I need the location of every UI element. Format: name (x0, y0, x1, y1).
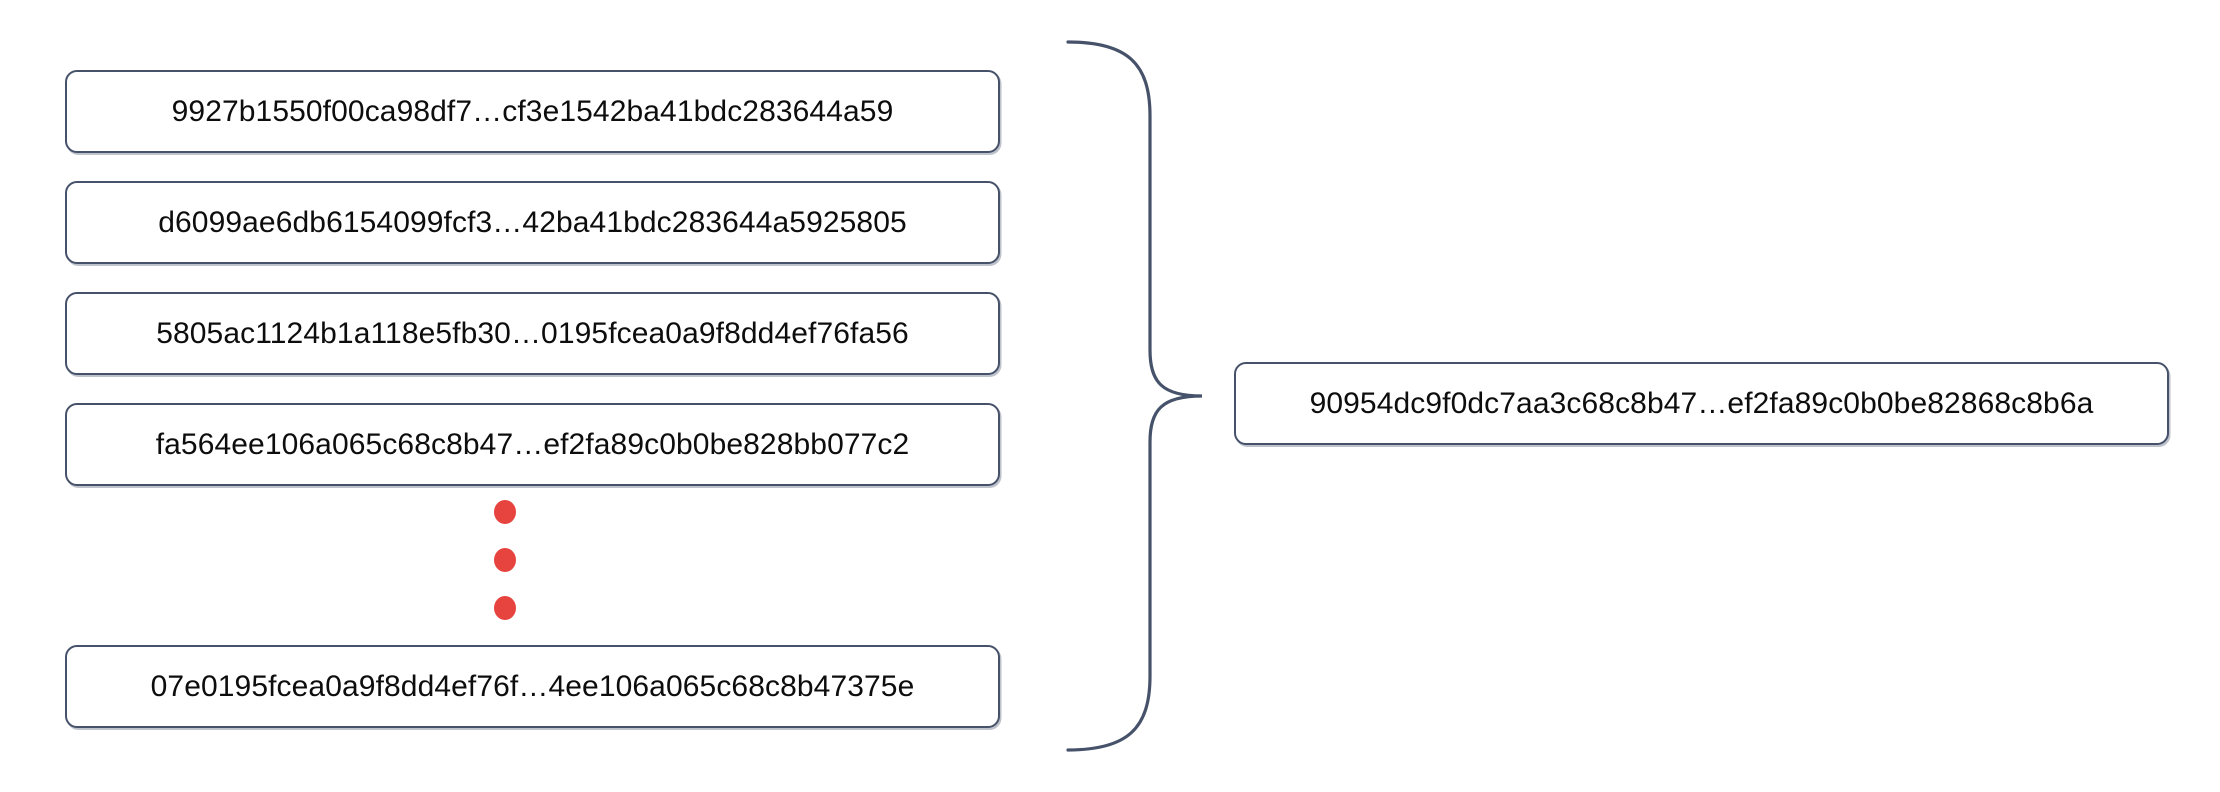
vertical-ellipsis-icon (494, 500, 520, 640)
input-hash-text-3: 5805ac1124b1a118e5fb30…0195fcea0a9f8dd4e… (156, 316, 909, 350)
input-hash-text-5: 07e0195fcea0a9f8dd4ef76f…4ee106a065c68c8… (150, 669, 915, 703)
output-hash-box[interactable]: 90954dc9f0dc7aa3c68c8b47…ef2fa89c0b0be82… (1234, 362, 2169, 445)
input-hash-box-1[interactable]: 9927b1550f00ca98df7…cf3e1542ba41bdc28364… (65, 70, 1000, 153)
ellipsis-dot-1 (494, 500, 516, 524)
input-hash-box-5[interactable]: 07e0195fcea0a9f8dd4ef76f…4ee106a065c68c8… (65, 645, 1000, 728)
ellipsis-dot-2 (494, 548, 516, 572)
curly-brace-icon (1066, 40, 1203, 752)
input-hash-box-3[interactable]: 5805ac1124b1a118e5fb30…0195fcea0a9f8dd4e… (65, 292, 1000, 375)
input-hash-text-2: d6099ae6db6154099fcf3…42ba41bdc283644a59… (158, 205, 907, 239)
output-hash-text: 90954dc9f0dc7aa3c68c8b47…ef2fa89c0b0be82… (1309, 386, 2094, 420)
input-hash-box-2[interactable]: d6099ae6db6154099fcf3…42ba41bdc283644a59… (65, 181, 1000, 264)
input-hash-text-4: fa564ee106a065c68c8b47…ef2fa89c0b0be828b… (155, 427, 910, 461)
ellipsis-dot-3 (494, 596, 516, 620)
input-hash-text-1: 9927b1550f00ca98df7…cf3e1542ba41bdc28364… (171, 94, 894, 128)
input-hash-box-4[interactable]: fa564ee106a065c68c8b47…ef2fa89c0b0be828b… (65, 403, 1000, 486)
